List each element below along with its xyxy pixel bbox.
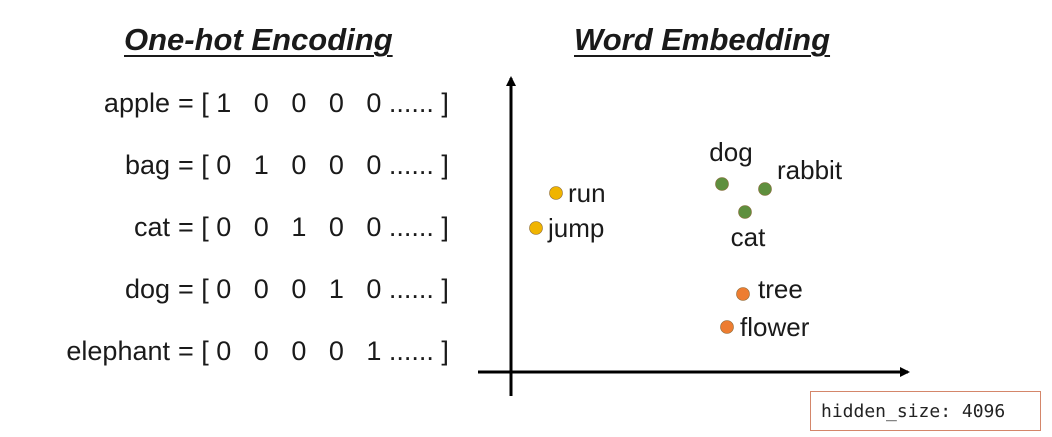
onehot-row-dog: dog = [ 0 0 0 1 0 ...... ] xyxy=(0,274,460,314)
one-hot-encoding-title: One-hot Encoding xyxy=(124,22,393,57)
point-label-dog: dog xyxy=(709,137,752,167)
word-label: cat xyxy=(133,212,170,242)
word-label: bag xyxy=(124,150,170,180)
onehot-row-elephant: elephant = [ 0 0 0 0 1 ...... ] xyxy=(0,336,460,376)
point-rabbit xyxy=(758,182,772,196)
vector-value: = [ 1 0 0 0 0 ...... ] xyxy=(178,88,449,118)
point-label-tree: tree xyxy=(758,274,803,304)
point-label-flower: flower xyxy=(740,312,810,342)
point-label-rabbit: rabbit xyxy=(777,155,843,185)
word-label: elephant xyxy=(66,336,170,366)
vector-value: = [ 0 0 0 0 1 ...... ] xyxy=(178,336,449,366)
onehot-row-cat: cat = [ 0 0 1 0 0 ...... ] xyxy=(0,212,460,252)
point-label-jump: jump xyxy=(547,213,604,243)
points-layer: run jump dog rabbit cat tree flower xyxy=(529,137,843,342)
onehot-row-bag: bag = [ 0 1 0 0 0 ...... ] xyxy=(0,150,460,190)
word-embedding-title: Word Embedding xyxy=(574,22,831,57)
vector-value: = [ 0 1 0 0 0 ...... ] xyxy=(178,150,449,180)
point-flower xyxy=(720,320,734,334)
word-label: apple xyxy=(103,88,170,118)
vector-value: = [ 0 0 1 0 0 ...... ] xyxy=(178,212,449,242)
word-label: dog xyxy=(124,274,170,304)
onehot-row-apple: apple = [ 1 0 0 0 0 ...... ] xyxy=(0,88,460,128)
point-label-cat: cat xyxy=(731,222,766,252)
point-dog xyxy=(715,177,729,191)
hidden-size-label: hidden_size: 4096 xyxy=(810,391,1041,431)
point-label-run: run xyxy=(568,178,606,208)
vector-value: = [ 0 0 0 1 0 ...... ] xyxy=(178,274,449,304)
point-cat xyxy=(738,205,752,219)
point-jump xyxy=(529,221,543,235)
point-tree xyxy=(736,287,750,301)
point-run xyxy=(549,186,563,200)
